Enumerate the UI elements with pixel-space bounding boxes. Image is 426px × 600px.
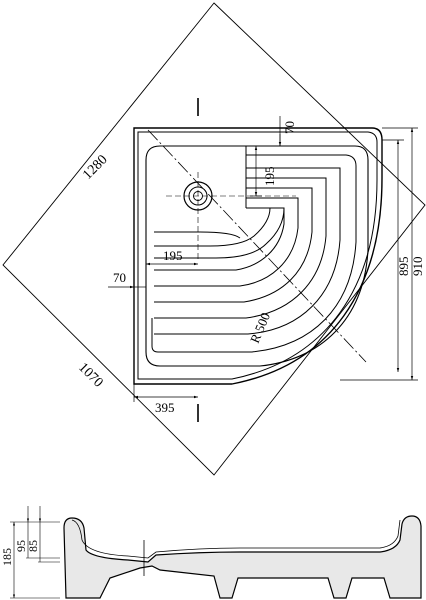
tray-outer-outline <box>133 127 383 385</box>
basin-ribs <box>151 146 357 353</box>
dim-bottom-offset: 395 <box>155 400 175 415</box>
dim-drain-offset-y: 70 <box>282 121 297 134</box>
dim-diag-depth: 1070 <box>75 360 105 390</box>
dim-height-inner: 895 <box>396 257 411 277</box>
diagonal-centerline <box>147 129 367 363</box>
sec-height-85: 85 <box>26 540 40 552</box>
diagonal-envelope <box>2 2 426 476</box>
dim-radius: R 500 <box>247 310 273 345</box>
section-profile <box>63 515 422 599</box>
basin-outline <box>145 145 369 367</box>
dim-drain-dist-y: 195 <box>262 167 277 187</box>
tray-rim-line <box>137 131 378 380</box>
sec-total-height: 185 <box>0 548 14 566</box>
top-view: 70 195 195 70 R 500 1280 1070 895 910 39… <box>2 2 426 476</box>
dim-drain-dist-x: 195 <box>163 248 183 263</box>
section-surface-line <box>71 519 401 559</box>
sec-height-95: 95 <box>14 540 28 552</box>
dim-diag-width: 1280 <box>80 152 110 182</box>
section-view: 185 95 85 <box>0 506 422 599</box>
dim-height-outer: 910 <box>410 257 425 277</box>
dim-drain-offset-x: 70 <box>113 270 126 285</box>
